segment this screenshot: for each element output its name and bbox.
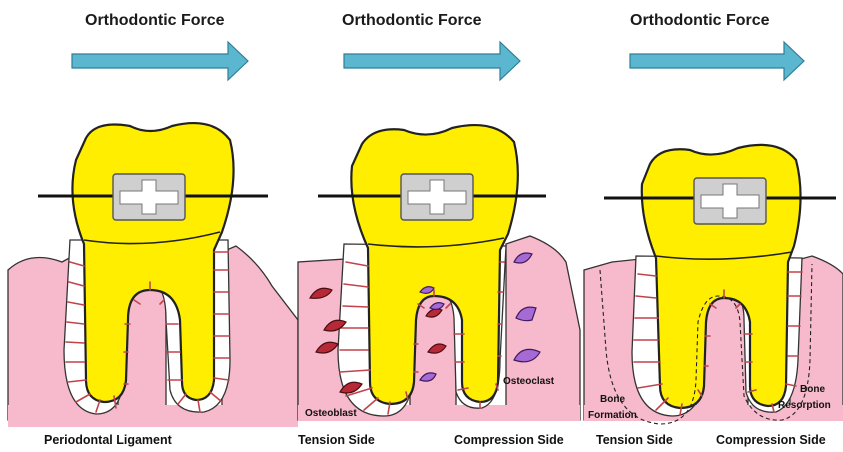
force-arrow-2 <box>344 42 520 80</box>
label-tension-side-2: Tension Side <box>298 433 375 447</box>
panel-2: Orthodontic Force <box>298 12 580 447</box>
panel-2-title: Orthodontic Force <box>342 12 482 29</box>
bracket-2 <box>401 174 473 220</box>
label-bone-resorption-1: Bone <box>800 384 825 395</box>
panel-1-title: Orthodontic Force <box>85 12 225 29</box>
panel-3-title: Orthodontic Force <box>630 12 770 29</box>
force-arrow-3 <box>630 42 804 80</box>
label-bone-formation-1: Bone <box>600 394 625 405</box>
label-bone-resorption-2: Resorption <box>778 400 831 411</box>
label-osteoclast: Osteoclast <box>503 376 555 387</box>
label-tension-side-3: Tension Side <box>596 433 673 447</box>
gum-1-right <box>222 246 298 420</box>
force-arrow-1 <box>72 42 248 80</box>
panel-1: Orthodontic Force <box>8 12 298 447</box>
gum-1-base <box>8 405 298 427</box>
label-osteoblast: Osteoblast <box>305 408 357 419</box>
label-periodontal-ligament: Periodontal Ligament <box>44 433 173 447</box>
label-compression-side-2: Compression Side <box>454 433 564 447</box>
label-bone-formation-2: Formation <box>588 410 637 421</box>
gum-2-right <box>506 236 580 420</box>
label-compression-side-3: Compression Side <box>716 433 826 447</box>
bracket-1 <box>113 174 185 220</box>
panel-3: Orthodontic Force <box>584 12 843 447</box>
bracket-3 <box>694 178 766 224</box>
